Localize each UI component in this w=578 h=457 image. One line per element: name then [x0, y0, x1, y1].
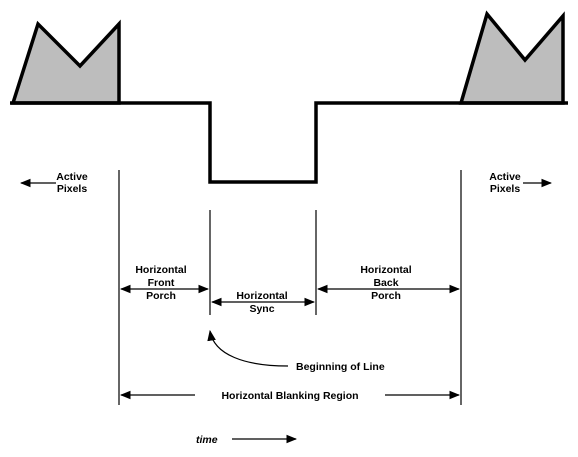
front-porch-label-1: Horizontal: [135, 264, 186, 276]
active-pixels-right-shape: [458, 10, 565, 105]
active-pixels-right: Active Pixels: [489, 171, 553, 195]
marker-lines: [118, 170, 462, 405]
back-porch-label-2: Back: [373, 277, 398, 289]
sync-label-1: Horizontal: [236, 290, 287, 302]
front-porch: Horizontal Front Porch: [119, 264, 210, 302]
beginning-label: Beginning of Line: [296, 361, 385, 373]
active-right-label-2: Pixels: [490, 183, 521, 195]
sync-label-2: Sync: [249, 303, 274, 315]
active-right-label-1: Active: [489, 171, 521, 183]
back-porch-label-3: Porch: [371, 290, 401, 302]
video-waveform: [10, 10, 568, 184]
active-left-label-2: Pixels: [57, 183, 88, 195]
active-left-label-1: Active: [56, 171, 88, 183]
beginning-curved-arrow: [207, 329, 289, 367]
back-porch: Horizontal Back Porch: [316, 264, 461, 302]
sync-pulse-line: [10, 101, 568, 184]
active-pixels-left-shape: [10, 19, 121, 105]
time-label: time: [196, 434, 218, 446]
back-porch-label-1: Horizontal: [360, 264, 411, 276]
blanking-region: Horizontal Blanking Region: [119, 390, 461, 402]
beginning-of-line: Beginning of Line: [207, 329, 385, 373]
active-pixels-left: Active Pixels: [19, 171, 88, 195]
front-porch-label-2: Front: [148, 277, 175, 289]
horizontal-sync: Horizontal Sync: [210, 290, 316, 315]
blanking-label: Horizontal Blanking Region: [221, 390, 358, 402]
time-indicator: time: [196, 434, 298, 446]
front-porch-label-3: Porch: [146, 290, 176, 302]
